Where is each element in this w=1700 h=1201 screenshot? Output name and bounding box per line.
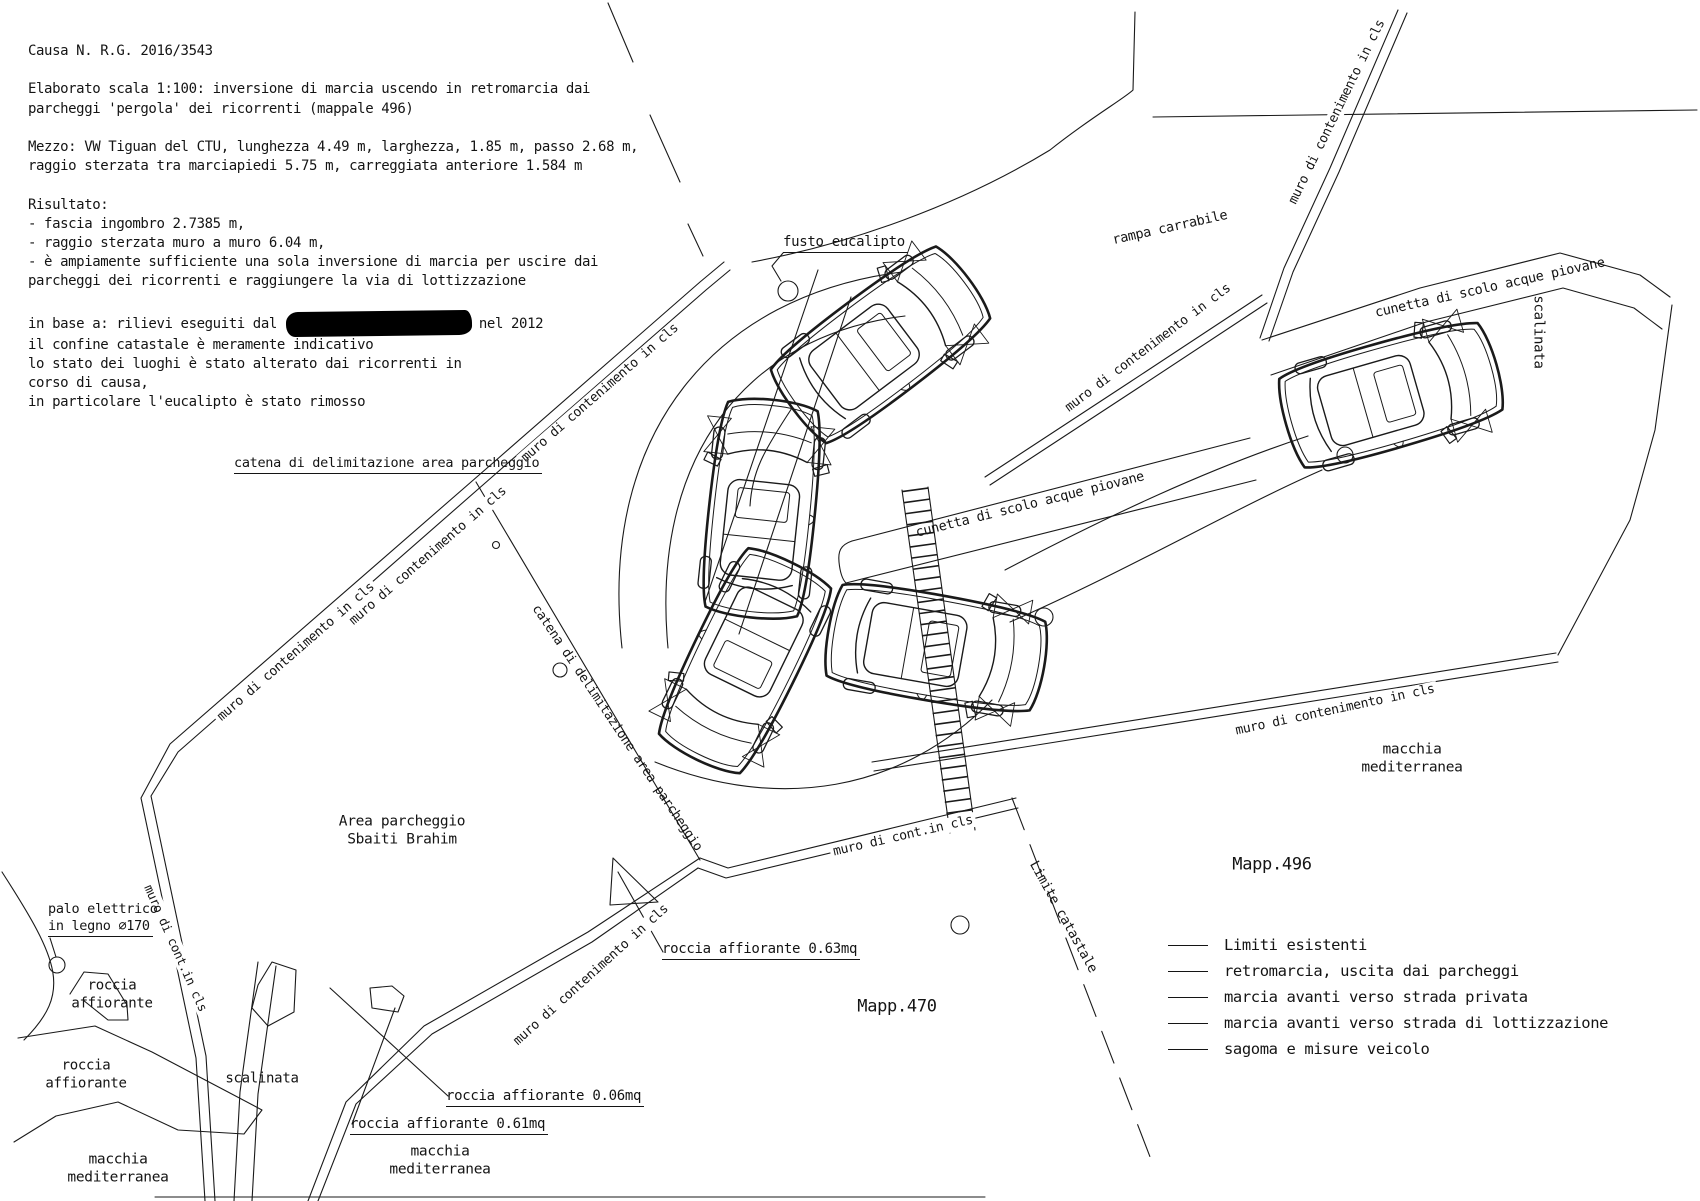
leader-fusto-eucalipto [771, 252, 784, 282]
title-block: Causa N. R.G. 2016/3543 Elaborato scala … [28, 42, 639, 413]
label-area-parcheggio: Area parcheggio Sbaiti Brahim [338, 813, 466, 848]
retaining-wall-right-long [871, 652, 1559, 772]
retaining-wall-top-right [1259, 9, 1408, 342]
label-macchia-bottom-centre: macchia mediterranea [389, 1143, 491, 1178]
label-roccia-006: roccia affiorante 0.06mq [446, 1088, 645, 1107]
eucalyptus-trunk-circle [777, 280, 799, 302]
label-scalinata-right: scalinata [1530, 295, 1547, 369]
risultato-item-3a: - è ampiamente sufficiente una sola inve… [28, 254, 599, 271]
left-terrain-line [1, 871, 55, 1041]
legend-row-sagoma: sagoma e misure veicolo [1168, 1036, 1608, 1062]
legend: Limiti esistenti retromarcia, uscita dai… [1168, 932, 1608, 1062]
limit-segment-2 [649, 114, 681, 183]
label-catena-horizontal: catena di delimitazione area parcheggio [234, 455, 543, 474]
cadastral-boundary-dashed [1011, 797, 1153, 1163]
top-right-horizontal-limit [1152, 109, 1698, 118]
retaining-wall-mid-right [984, 294, 1268, 486]
mezzo-line-1: Mezzo: VW Tiguan del CTU, lunghezza 4.49… [28, 138, 639, 155]
legend-line-sample [1168, 1022, 1208, 1024]
marker-circle-mid [950, 915, 970, 935]
risultato-item-3b: parcheggi dei ricorrenti e raggiungere l… [28, 273, 526, 290]
legend-line-sample [1168, 1048, 1208, 1050]
legend-line-sample [1168, 944, 1208, 946]
legend-row-marcia-lottizzazione: marcia avanti verso strada di lottizzazi… [1168, 1010, 1608, 1036]
note-line-4: in particolare l'eucalipto è stato rimos… [28, 394, 366, 411]
label-scalinata-bottom: scalinata [225, 1070, 299, 1087]
legend-row-limiti: Limiti esistenti [1168, 932, 1608, 958]
leader-roccia-063 [617, 871, 664, 953]
note-line-2: lo stato dei luoghi è stato alterato dai… [28, 355, 462, 372]
rock-outcrops [13, 857, 659, 1143]
risultato-item-1: - fascia ingombro 2.7385 m, [28, 215, 245, 232]
risultato-item-2: - raggio sterzata muro a muro 6.04 m, [28, 234, 326, 251]
label-mapp-470: Mapp.470 [857, 996, 937, 1017]
case-number: Causa N. R.G. 2016/3543 [28, 43, 213, 59]
leader-palo-elettrico [49, 937, 57, 958]
leader-roccia-061 [351, 1007, 396, 1125]
label-macchia-right: macchia mediterranea [1361, 741, 1463, 776]
car-position-parked-down [637, 533, 852, 789]
legend-row-marcia-privata: marcia avanti verso strada privata [1168, 984, 1608, 1010]
redaction-blob [285, 309, 473, 337]
label-palo-elettrico: palo elettrico in legno ∅170 [48, 901, 158, 937]
elaborato-line-1: Elaborato scala 1:100: inversione di mar… [28, 81, 591, 98]
stairs-path-lower-left [233, 961, 277, 1201]
legend-line-sample [1168, 970, 1208, 972]
note-line-3: corso di causa, [28, 375, 149, 392]
wood-pole-circle [48, 956, 66, 974]
legend-line-sample [1168, 996, 1208, 998]
drain-channel-central [838, 437, 1257, 584]
label-fusto-eucalipto: fusto eucalipto [783, 234, 908, 253]
top-boundary-curve [751, 11, 1136, 263]
stairs-hatch [901, 486, 976, 834]
label-roccia-plain-1: roccia affiorante [71, 977, 153, 1012]
leader-lines [49, 252, 784, 1125]
drain-channel-top-right [1261, 252, 1671, 376]
mezzo-line-2: raggio sterzata tra marciapiedi 5.75 m, … [28, 158, 582, 175]
label-roccia-061: roccia affiorante 0.61mq [350, 1116, 549, 1135]
note-line-1: il confine catastale è meramente indicat… [28, 336, 374, 353]
elaborato-line-2: parcheggi 'pergola' dei ricorrenti (mapp… [28, 100, 414, 117]
label-macchia-bottom-left: macchia mediterranea [67, 1151, 169, 1186]
chain-post [552, 662, 568, 678]
label-mapp-496: Mapp.496 [1232, 854, 1312, 875]
label-roccia-plain-2: roccia affiorante [45, 1057, 127, 1092]
limit-segment-1 [607, 2, 634, 63]
retaining-wall-lower-left [307, 857, 701, 1201]
leader-roccia-006 [329, 987, 449, 1097]
limit-segment-3 [687, 223, 704, 257]
right-boundary [1557, 304, 1673, 656]
risultato-title: Risultato: [28, 196, 109, 213]
car-position-far-right [1267, 301, 1516, 488]
chain-line [475, 481, 701, 861]
legend-row-retromarcia: retromarcia, uscita dai parcheggi [1168, 958, 1608, 984]
chain-post-small [491, 540, 501, 550]
label-roccia-063: roccia affiorante 0.63mq [662, 941, 861, 960]
car-position-centre-right [816, 564, 1057, 732]
